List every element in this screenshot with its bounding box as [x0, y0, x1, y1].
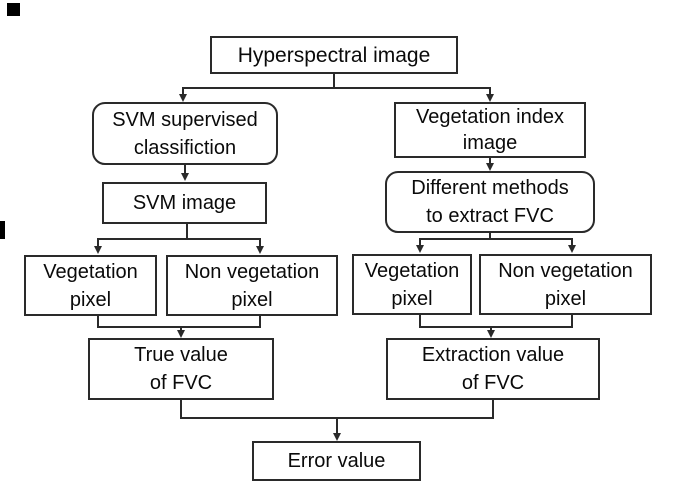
- arrowhead-to-right-vegetation-pixel: [416, 245, 424, 253]
- node-label-line1: Non vegetation: [184, 260, 320, 283]
- node-label-line1: Vegetation: [43, 260, 138, 283]
- node-vegetation-index-image: Vegetation index image: [394, 102, 586, 158]
- connector-left-merge-drop: [180, 326, 182, 331]
- node-label-line2: to extract FVC: [426, 205, 554, 227]
- node-label: Hyperspectral image: [237, 43, 431, 67]
- connector-rightveg-down: [419, 315, 421, 328]
- node-label-line2: of FVC: [149, 372, 213, 394]
- node-label-line1: SVM supervised: [112, 108, 258, 131]
- node-error-value: Error value: [252, 441, 421, 481]
- connector-right-split-bar: [419, 238, 573, 240]
- node-label-line2: classifiction: [133, 136, 237, 159]
- connector-right-split-drop2: [571, 238, 573, 246]
- connector-left-split-drop1: [97, 238, 99, 247]
- node-svm-image: SVM image: [102, 182, 267, 224]
- node-label-line2: pixel: [69, 288, 112, 311]
- node-label-line2: pixel: [231, 288, 273, 311]
- connector-hyperspectral-down: [333, 74, 335, 89]
- connector-svmimage-down: [186, 224, 188, 240]
- arrowhead-to-left-non-vegetation-pixel: [256, 246, 264, 254]
- node-label-line2: pixel: [544, 287, 587, 310]
- connector-leftnonveg-down: [259, 316, 261, 328]
- scan-artifact-mark: [7, 3, 20, 16]
- arrowhead-to-different-methods: [486, 163, 494, 171]
- node-svm-supervised-classification: SVM supervised classifiction: [92, 102, 278, 165]
- node-label-line1: Extraction value: [421, 344, 565, 366]
- connector-right-split-drop1: [419, 238, 421, 246]
- scan-artifact-mark: [0, 221, 5, 239]
- connector-right-merge-drop: [490, 326, 492, 331]
- connector-left-split-bar: [97, 238, 261, 240]
- connector-svmclass-to-svmimage: [184, 165, 186, 174]
- connector-left-split-drop2: [259, 238, 261, 247]
- arrowhead-to-right-non-vegetation-pixel: [568, 245, 576, 253]
- node-label: SVM image: [132, 191, 237, 214]
- connector-extraction-down: [492, 400, 494, 419]
- node-label-line1: Non vegetation: [498, 259, 633, 282]
- node-hyperspectral-image: Hyperspectral image: [210, 36, 458, 74]
- connector-bottom-merge-drop: [336, 417, 338, 434]
- connector-vegindex-to-methods: [489, 158, 491, 164]
- node-label: Error value: [287, 449, 386, 472]
- arrowhead-to-svm-classification: [179, 94, 187, 102]
- connector-right-merge-bar: [419, 326, 573, 328]
- node-different-methods-extract-fvc: Different methods to extract FVC: [385, 171, 595, 233]
- node-label-line1: Different methods: [411, 177, 569, 199]
- node-left-non-vegetation-pixel: Non vegetation pixel: [166, 255, 338, 316]
- arrowhead-to-svm-image: [181, 173, 189, 181]
- node-label-line1: Vegetation index: [416, 106, 564, 128]
- node-extraction-value-of-fvc: Extraction value of FVC: [386, 338, 600, 400]
- node-right-vegetation-pixel: Vegetation pixel: [352, 254, 472, 315]
- arrowhead-to-extraction-value: [487, 330, 495, 338]
- node-right-non-vegetation-pixel: Non vegetation pixel: [479, 254, 652, 315]
- node-left-vegetation-pixel: Vegetation pixel: [24, 255, 157, 316]
- node-label-line2: image: [462, 132, 518, 154]
- node-label-line2: pixel: [391, 287, 433, 310]
- connector-left-merge-bar: [97, 326, 261, 328]
- arrowhead-to-vegetation-index: [486, 94, 494, 102]
- connector-leftveg-down: [97, 316, 99, 328]
- node-label-line1: True value: [134, 344, 228, 366]
- connector-branch-right-drop: [489, 87, 491, 96]
- connector-rightnonveg-down: [571, 315, 573, 328]
- node-label-line1: Vegetation: [364, 259, 460, 282]
- connector-branch-left-drop: [182, 87, 184, 96]
- arrowhead-to-left-vegetation-pixel: [94, 246, 102, 254]
- node-label-line2: of FVC: [461, 372, 525, 394]
- arrowhead-to-error-value: [333, 433, 341, 441]
- node-true-value-of-fvc: True value of FVC: [88, 338, 274, 400]
- connector-truevalue-down: [180, 400, 182, 419]
- connector-top-branch-bar: [182, 87, 491, 89]
- arrowhead-to-true-value: [177, 330, 185, 338]
- connector-methods-down: [489, 233, 491, 240]
